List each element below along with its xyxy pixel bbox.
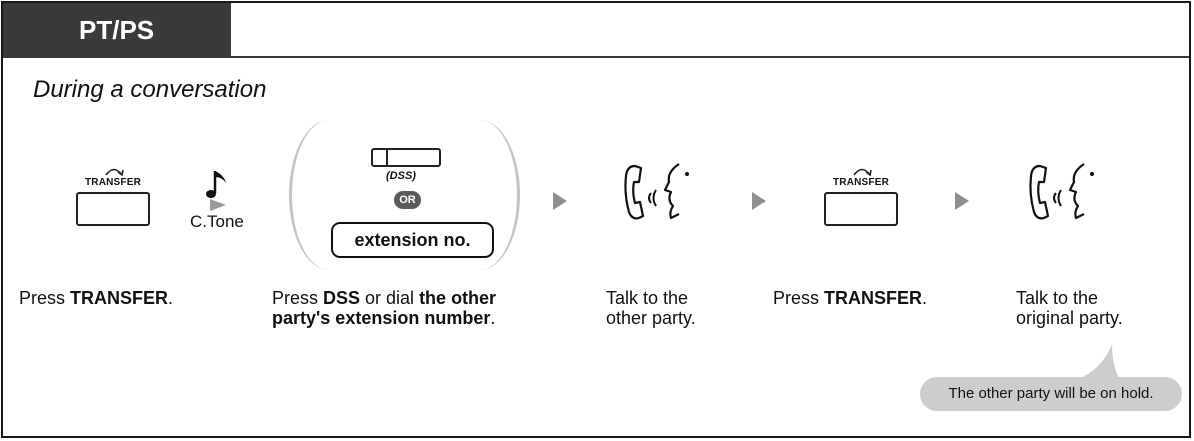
transfer-key-label: TRANSFER — [84, 177, 142, 188]
ctone-label: C.Tone — [190, 212, 244, 231]
note-bubble-tail — [1076, 344, 1120, 380]
extension-number-box: extension no. — [331, 222, 494, 258]
talk-handset-icon — [1026, 160, 1098, 224]
arrow-icon — [752, 192, 766, 210]
transfer-key-body — [824, 192, 898, 226]
hold-note: The other party will be on hold. — [920, 377, 1182, 411]
step-caption-4: Press TRANSFER. — [773, 288, 928, 308]
arrow-icon — [553, 192, 567, 210]
or-badge: OR — [394, 191, 421, 209]
transfer-key-label: TRANSFER — [832, 177, 890, 188]
transfer-key-icon: TRANSFER — [76, 165, 150, 231]
transfer-key-icon: TRANSFER — [824, 165, 898, 231]
dss-key-icon — [371, 148, 441, 167]
device-tab: PT/PS — [3, 3, 231, 58]
transfer-key-body — [76, 192, 150, 226]
left-parenthesis — [289, 120, 329, 270]
dss-label: (DSS) — [386, 170, 416, 182]
subtitle: During a conversation — [33, 76, 267, 103]
talk-handset-icon — [621, 160, 693, 224]
tab-divider — [231, 56, 1189, 58]
arrow-icon — [955, 192, 969, 210]
step-caption-2: Press DSS or dial the other party's exte… — [272, 288, 497, 328]
step-caption-5: Talk to the original party. — [1016, 288, 1123, 328]
step-caption-3: Talk to the other party. — [606, 288, 696, 328]
step-caption-1: Press TRANSFER. — [19, 288, 174, 308]
extension-label: extension no. — [354, 230, 471, 250]
right-parenthesis — [480, 120, 520, 270]
confirmation-tone-icon — [200, 167, 232, 213]
